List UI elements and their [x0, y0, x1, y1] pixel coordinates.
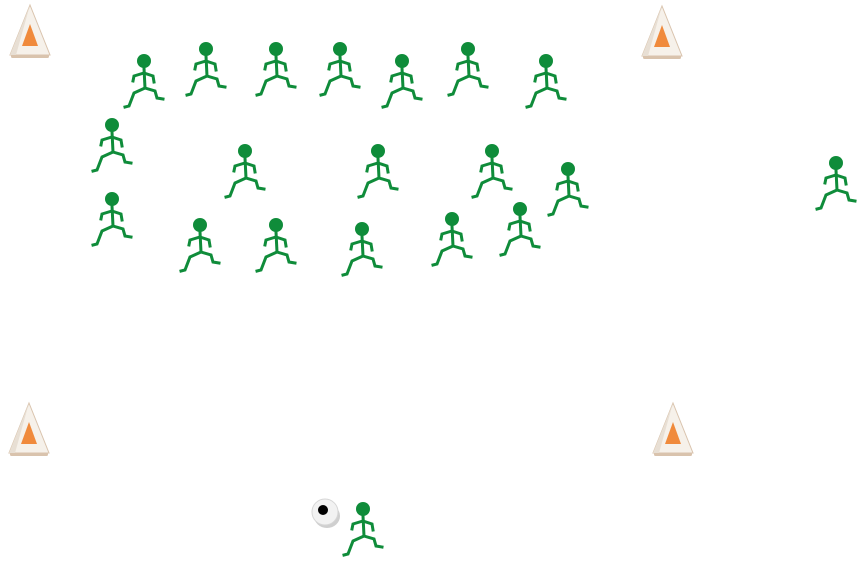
field-background [0, 0, 859, 561]
drill-diagram [0, 0, 859, 561]
